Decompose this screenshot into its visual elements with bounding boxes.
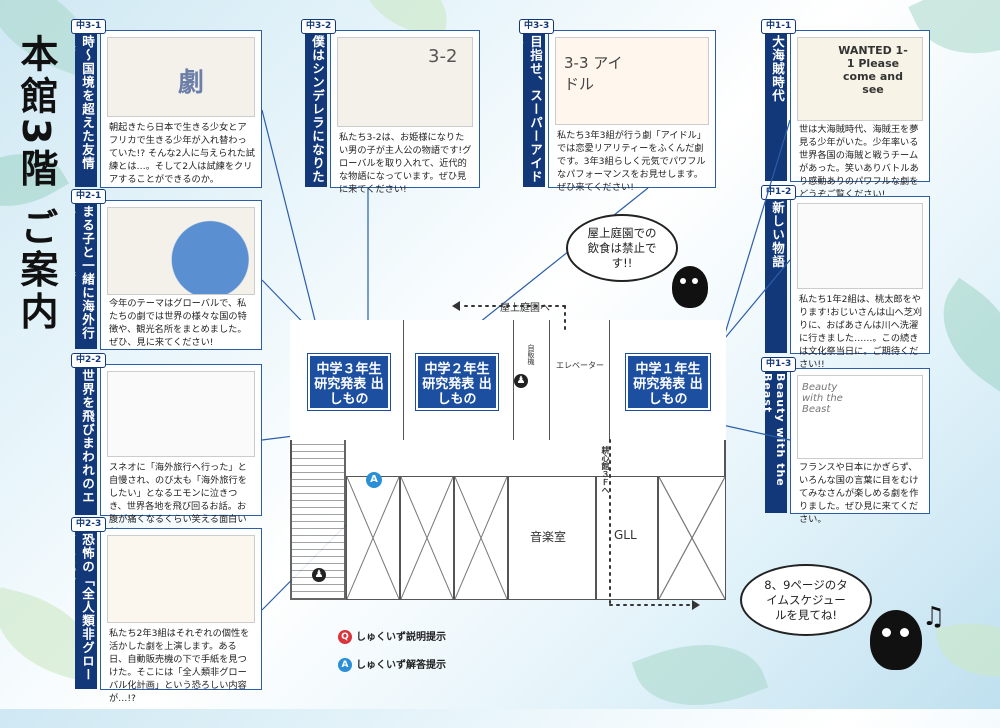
grade1-exhibit-box[interactable]: 中学１年生 研究発表 出しもの xyxy=(625,353,711,411)
legend-a-label: しゅくいず解答提示 xyxy=(356,660,446,671)
storage-room xyxy=(346,476,400,600)
card-title: 世界を飛びまわれのエモン xyxy=(75,365,97,515)
card-description: 世は大海賊時代、海賊王を夢見る少年がいた。少年率いる世界各国の海賊と戦うチームが… xyxy=(799,124,919,200)
card-1-3: Beauty with the Beast 中1-3 Beauty with t… xyxy=(761,357,930,525)
class-tag: 中3-1 xyxy=(71,19,107,34)
class-tag: 中2-2 xyxy=(71,353,107,368)
drawing-caption: WANTED 1-1 Please come and see xyxy=(838,44,908,96)
page-title: 本館3階 ご案内 xyxy=(14,34,58,334)
class-tag: 中2-3 xyxy=(71,517,107,532)
class-tag: 中1-1 xyxy=(761,19,797,34)
card-3-3: 目指せ、スーパーアイドル♪ 中3-3 3-3 アイドル 私たち3年3組が行う劇「… xyxy=(519,19,716,193)
card-description: 朝起きたら日本で生きる少女とアフリカで生きる少年が入れ替わっていた!? そんな2… xyxy=(109,122,255,185)
drawing-image: 劇 xyxy=(107,37,255,117)
card-title: まる子と一緒に海外行かない?の巻 xyxy=(75,201,97,349)
legend-q-label: しゅくいず説明提示 xyxy=(356,632,446,643)
quiz-answer-icon: A xyxy=(338,658,352,672)
music-room[interactable] xyxy=(508,476,596,600)
room-elevator xyxy=(550,320,610,440)
card-2-3: 恐怖の「全人類非グローバル化計画」 中2-3 私たち2年3組はそれぞれの個性を活… xyxy=(71,517,262,704)
card-title: 新しい物語 xyxy=(765,197,787,353)
class-tag: 中3-2 xyxy=(301,19,337,34)
card-description: 私たち3-2は、お姫様になりたい男の子が主人公の物語です!グローバルを取り入れて… xyxy=(339,132,472,195)
drawing-image xyxy=(107,207,255,295)
floor-map: 中学３年生 研究発表 出しもの 中学２年生 研究発表 出しもの 中学１年生 研究… xyxy=(290,320,726,600)
drawing-image xyxy=(107,371,255,457)
mascot-icon xyxy=(870,610,922,670)
corridor xyxy=(290,438,726,478)
drawing-caption: 劇 xyxy=(178,68,205,98)
card-1-2: 新しい物語 中1-2 私たち1年2組は、桃太郎をやります!おじいさんは山へ芝刈り… xyxy=(761,185,930,370)
music-note-icon: ♫ xyxy=(922,602,946,632)
card-title: Beauty with the Beast xyxy=(765,369,787,513)
card-title: 恐怖の「全人類非グローバル化計画」 xyxy=(75,529,97,689)
class-tag: 中1-2 xyxy=(761,185,797,200)
restroom-icon: ♟ xyxy=(514,374,528,388)
elevator-label: エレベーター xyxy=(556,361,604,370)
storage-room xyxy=(400,476,454,600)
rooftop-direction-label: 屋上庭園へ xyxy=(500,303,550,314)
card-1-1: 大海賊時代 中1-1 WANTED 1-1 Please come and se… xyxy=(761,19,930,200)
card-description: 今年のテーマはグローバルで、私たちの劇では世界の様々な国の特徴や、観光名所をまと… xyxy=(109,298,247,348)
route-arrows xyxy=(452,301,700,610)
card-description: 私たち2年3組はそれぞれの個性を活かした劇を上演します。ある日、自動販売機の下で… xyxy=(109,628,250,704)
drawing-image: WANTED 1-1 Please come and see xyxy=(797,37,923,121)
quiz-question-icon: Q xyxy=(338,630,352,644)
drawing-caption: 3-2 xyxy=(428,46,458,67)
storage-room xyxy=(658,476,726,600)
schedule-notice-bubble: 8、9ページのタイムスケジュールを見てね! xyxy=(740,564,872,636)
drawing-caption: Beauty with the Beast xyxy=(802,382,843,415)
card-title: 目指せ、スーパーアイドル♪ xyxy=(523,31,545,187)
grade2-exhibit-box[interactable]: 中学２年生 研究発表 出しもの xyxy=(415,353,499,411)
gll-label: GLL xyxy=(614,528,637,542)
drawing-image: 3-2 xyxy=(337,37,473,127)
drawing-image xyxy=(797,203,923,289)
rooftop-notice-bubble: 屋上庭園での飲食は禁止です!! xyxy=(566,214,678,282)
drawing-image: 3-3 アイドル xyxy=(555,37,709,125)
vending-label: 自販機 xyxy=(527,344,535,365)
card-title: 時〜国境を超えた友情 隕石をそえて〜 xyxy=(75,31,97,187)
drawing-image: Beauty with the Beast xyxy=(797,375,923,459)
legend-quiz-question: Q しゅくいず説明提示 xyxy=(338,628,446,644)
card-3-2: 僕はシンデレラになりたい 中3-2 3-2 私たち3-2は、お姫様になりたい男の… xyxy=(301,19,480,195)
restroom-icon: ♟ xyxy=(312,568,326,582)
gll-room[interactable] xyxy=(596,476,658,600)
card-2-2: 世界を飛びまわれのエモン 中2-2 スネオに「海外旅行へ行った」と自慢され、のび… xyxy=(71,353,262,538)
card-title: 僕はシンデレラになりたい xyxy=(305,31,327,187)
class-tag: 中3-3 xyxy=(519,19,555,34)
drawing-image xyxy=(107,535,255,623)
card-description: 私たち1年2組は、桃太郎をやります!おじいさんは山へ芝刈りに、おばあさんは川へ洗… xyxy=(799,294,923,370)
mascot-icon xyxy=(672,266,708,308)
legend-quiz-answer: A しゅくいず解答提示 xyxy=(338,656,446,672)
class-tag: 中1-3 xyxy=(761,357,797,372)
grade3-exhibit-box[interactable]: 中学３年生 研究発表 出しもの xyxy=(307,353,391,411)
storage-room xyxy=(454,476,508,600)
card-3-1: 時〜国境を超えた友情 隕石をそえて〜 中3-1 劇 朝起きたら日本で生きる少女と… xyxy=(71,19,262,188)
quiz-answer-marker[interactable]: A xyxy=(366,472,382,488)
card-title: 大海賊時代 xyxy=(765,31,787,181)
music-room-label: 音楽室 xyxy=(530,530,567,544)
card-2-1: まる子と一緒に海外行かない?の巻 中2-1 今年のテーマはグローバルで、私たちの… xyxy=(71,189,262,350)
class-tag: 中2-1 xyxy=(71,189,107,204)
card-description: 私たち3年3組が行う劇「アイドル」では恋愛リアリティーをふくんだ劇です。3年3組… xyxy=(557,130,707,193)
drawing-caption: 3-3 アイドル xyxy=(564,54,623,93)
annex-direction-label: 耕心館３Ｆへ xyxy=(601,446,610,494)
card-description: フランスや日本にかぎらず、いろんな国の言葉に目をむけてみなさんが楽しめる劇を作り… xyxy=(799,462,919,525)
